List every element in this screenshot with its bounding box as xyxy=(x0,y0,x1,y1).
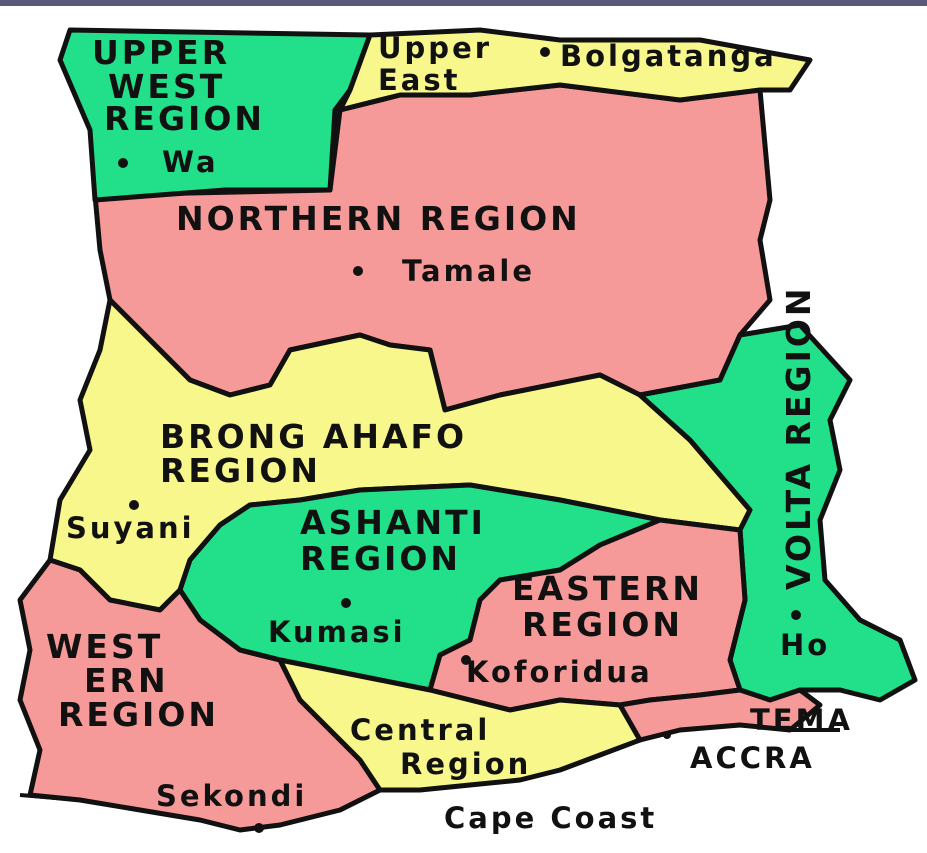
central-name-line2: Region xyxy=(400,747,531,781)
eastern-name-line2: REGION xyxy=(522,605,683,644)
western-name-line2: ERN xyxy=(84,661,169,700)
ho-city-label: Ho xyxy=(780,628,830,662)
upper-west-name-line1: UPPER xyxy=(92,33,230,72)
koforidua-city-label: Koforidua xyxy=(466,655,653,689)
western-name-line3: REGION xyxy=(58,695,219,734)
bolgatanga-city-label: Bolgatanga xyxy=(560,39,777,73)
brong-ahafo-name-line1: BRONG AHAFO xyxy=(160,417,467,456)
upper-west-name-line2: WEST xyxy=(108,67,225,106)
upper-east-name-line1: Upper xyxy=(378,31,492,65)
central-name-line1: Central xyxy=(350,713,490,747)
wa-city-dot xyxy=(118,158,128,168)
accra-city-dot xyxy=(663,731,671,739)
coastline xyxy=(19,722,840,833)
accra-label: ACCRA xyxy=(690,741,815,775)
tamale-city-label: Tamale xyxy=(402,254,535,288)
region-upper-east[interactable] xyxy=(337,27,813,113)
sekondi-city-dot xyxy=(254,823,264,833)
kumasi-city-dot xyxy=(341,598,351,608)
tema-label: TEMA xyxy=(750,703,853,737)
kumasi-city-label: Kumasi xyxy=(268,615,406,649)
suyani-city-label: Suyani xyxy=(66,511,195,545)
upper-east-name-line2: East xyxy=(378,63,461,97)
koforidua-city-dot xyxy=(461,655,471,665)
bolgatanga-city-dot xyxy=(540,47,550,57)
sekondi-city-label: Sekondi xyxy=(156,779,307,813)
ho-city-dot xyxy=(791,610,801,620)
brong-ahafo-name-line2: REGION xyxy=(160,451,321,490)
northern-region-name: NORTHERN REGION xyxy=(176,199,581,238)
top-rule xyxy=(0,0,927,6)
ashanti-name-line2: REGION xyxy=(300,539,461,578)
ashanti-name-line1: ASHANTI xyxy=(300,503,486,542)
tamale-city-dot xyxy=(353,266,363,276)
wa-city-label: Wa xyxy=(162,145,219,179)
upper-west-name-line3: REGION xyxy=(104,99,265,138)
volta-region-name: VOLTA REGION xyxy=(779,285,818,590)
suyani-city-dot xyxy=(129,500,139,510)
cape-coast-city-label: Cape Coast xyxy=(444,801,657,835)
western-name-line1: WEST xyxy=(46,627,163,666)
eastern-name-line1: EASTERN xyxy=(512,569,703,608)
